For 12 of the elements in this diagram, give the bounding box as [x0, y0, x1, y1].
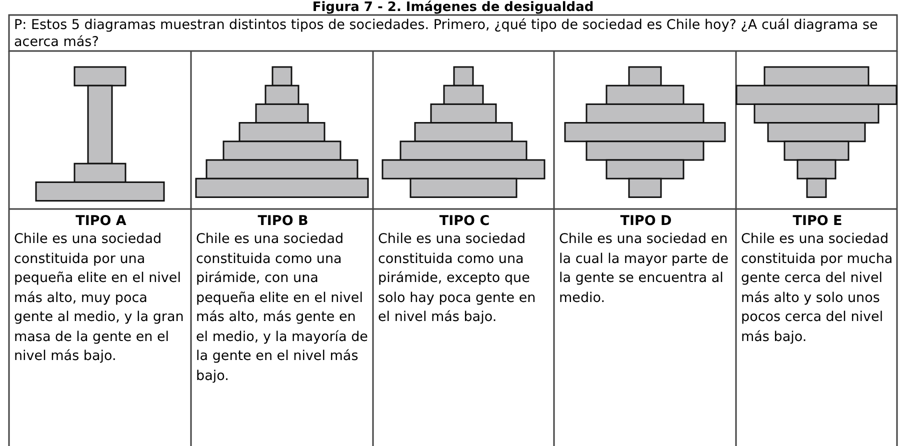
- description-text: Chile es una sociedad constituida por una pequeña elite en el nivel más alto, muy poca gente al medio, y la gran masa de la gente en el nivel más bajo.: [14, 230, 185, 366]
- type-heading: TIPO E: [792, 212, 844, 230]
- type-heading: TIPO A: [74, 212, 128, 230]
- type-heading: TIPO B: [256, 212, 310, 230]
- description-text: Chile es una sociedad constituida por mucha gente cerca del nivel más alto y solo unos pocos cerca del nivel más bajo.: [741, 230, 894, 346]
- figure-title: Figura 7 - 2. Imágenes de desigualdad: [311, 0, 595, 15]
- type-heading: TIPO C: [438, 212, 491, 230]
- description-text: Chile es una sociedad en la cual la mayor parte de la gente se encuentra al medio.: [559, 230, 730, 308]
- question-text: P: Estos 5 diagramas muestran distintos tipos de sociedades. Primero, ¿qué tipo de sociedad es Chile hoy? ¿A cuál diagrama se acerca más?: [14, 17, 879, 51]
- description-text: Chile es una sociedad constituida como una pirámide, con una pequeña elite en el nivel más alto, más gente en el medio, y la mayoría de la gente en el nivel más bajo.: [196, 230, 369, 386]
- type-heading: TIPO D: [619, 212, 673, 230]
- description-text: Chile es una sociedad constituida como una pirámide, excepto que solo hay poca gente en el nivel más bajo.: [378, 230, 537, 327]
